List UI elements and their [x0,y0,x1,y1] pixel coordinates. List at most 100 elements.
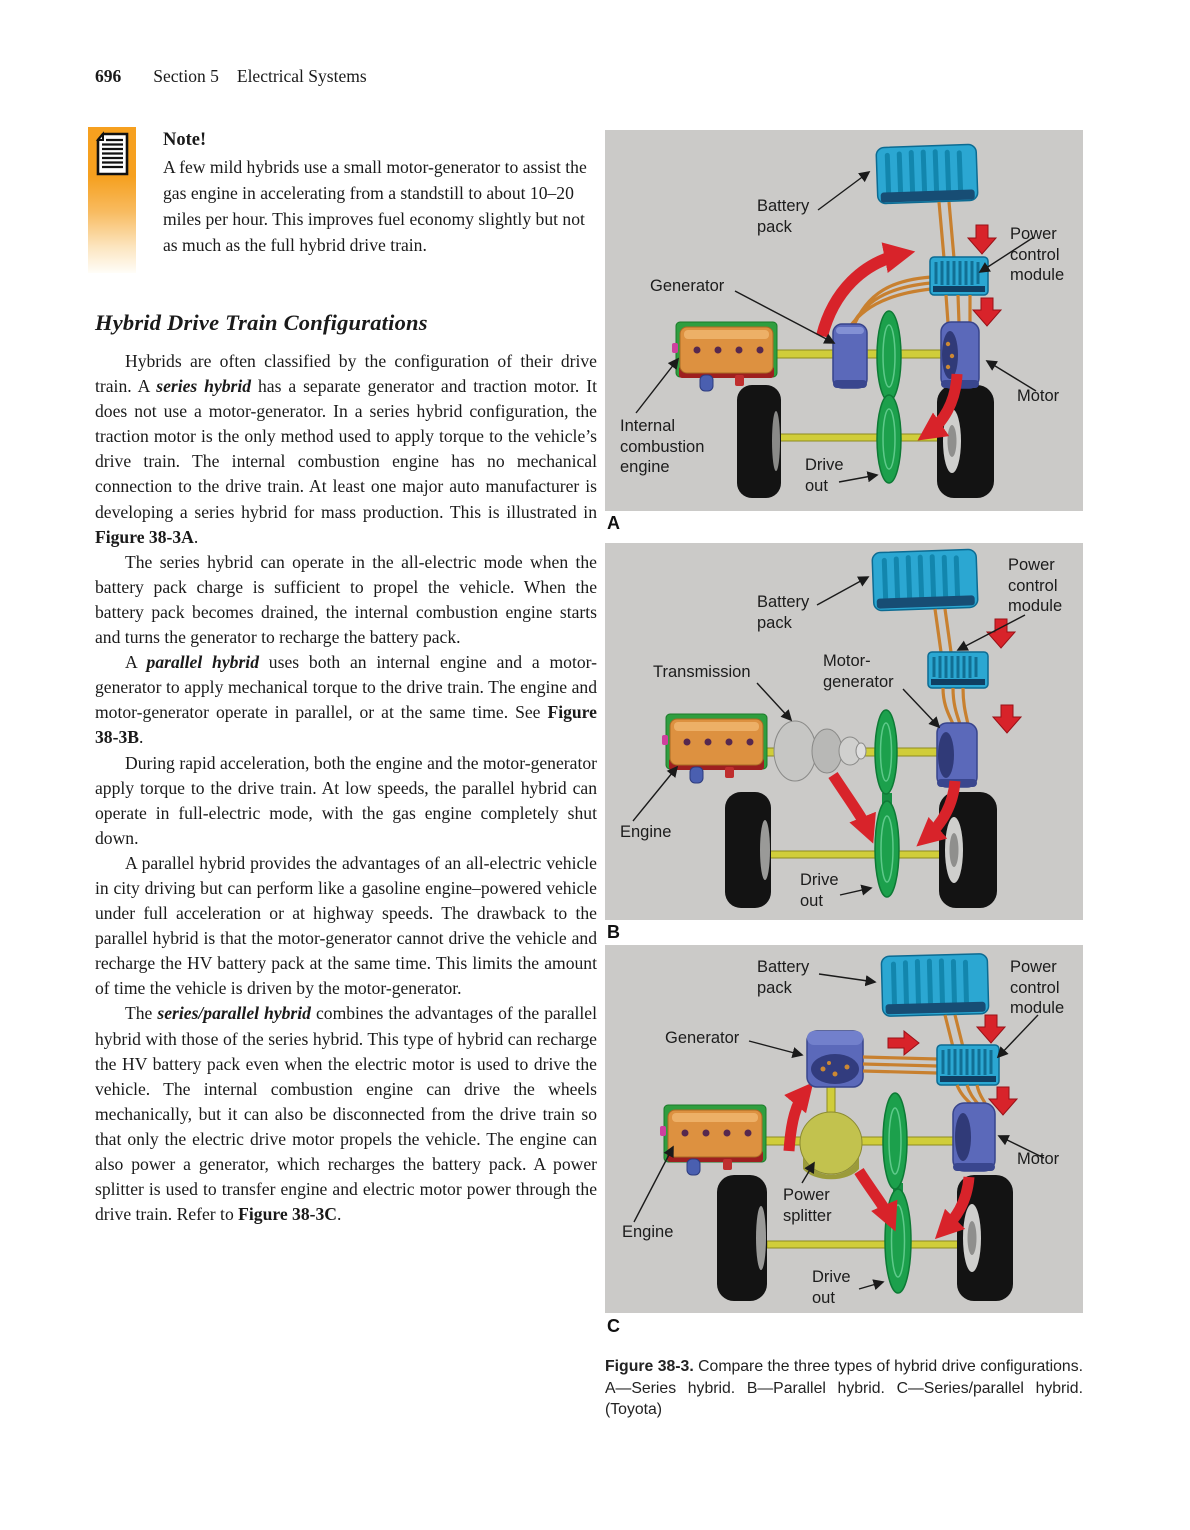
energy-flow-arrow [854,1168,898,1232]
label-power-control-module: Power control module [1010,958,1065,1017]
motor [952,1102,996,1172]
label-internal-combustion-engine: Internal combustion engine [620,417,705,476]
figure-caption-text: Compare the three types of hybrid drive … [605,1358,1083,1418]
generator [832,323,868,389]
label-engine: Engine [622,1223,674,1241]
label-generator: Generator [665,1029,740,1047]
label-engine: Engine [620,823,672,841]
motor-generator [936,722,978,788]
rear-left-wheel [717,1175,767,1301]
engine [660,1104,767,1176]
panel-letter-c: C [607,1316,620,1336]
gear-link [882,793,892,807]
rear-right-wheel [957,1175,1013,1301]
internal-combustion-engine [672,321,778,392]
power-flow-arrow-down [975,1014,1007,1044]
energy-flow-arrow [934,1176,975,1240]
energy-flow-arrow [916,780,961,847]
rear-left-wheel [725,792,771,908]
section-heading: Hybrid Drive Train Configurations [95,310,428,335]
generator [806,1030,864,1088]
paragraph: A parallel hybrid uses both an internal … [95,652,597,748]
power-flow-arrow-down [971,297,1003,327]
label-drive-out: Drive out [805,456,844,495]
label-pointers [635,170,1037,483]
body-text-column: Hybrids are often classified by the conf… [95,349,597,1227]
label-battery-pack: Battery pack [757,593,810,632]
note-accent-strip [88,127,136,273]
panel-letter-b: B [607,922,620,942]
battery-pack [871,548,979,612]
page-header: 696 Section 5 Electrical Systems [95,66,367,87]
note-title: Note! [163,130,207,150]
power-flow-arrow-down [987,1086,1019,1116]
panel-letter-a: A [607,513,620,533]
label-battery-pack: Battery pack [757,958,810,997]
drive-out-disc [874,800,900,898]
figure-caption-number: Figure 38-3. [605,1358,694,1375]
figure-panel-b: Battery pack Power control module Transm… [605,543,1083,920]
figure-panel-c: Battery pack Power control module Genera… [605,945,1083,1313]
hv-cables [862,1055,938,1075]
hv-cables [944,294,972,324]
section-label: Section 5 [153,66,219,86]
battery-pack [880,953,990,1017]
note-content: Note! A few mild hybrids use a small mot… [163,127,587,258]
rear-axle [776,433,946,442]
label-pointers [633,973,1045,1291]
parallel-hybrid-diagram [632,548,1026,908]
paragraph: The series hybrid can operate in the all… [95,551,597,648]
figure-caption: Figure 38-3. Compare the three types of … [605,1356,1083,1421]
energy-flow-arrow [816,242,916,338]
transmission [773,720,867,782]
label-motor: Motor [1017,387,1060,405]
label-drive-out: Drive out [812,1268,851,1307]
label-battery-pack: Battery pack [757,197,810,236]
label-generator: Generator [650,277,725,295]
label-drive-out: Drive out [800,871,839,910]
flywheel-disc [876,310,902,402]
label-power-splitter: Power splitter [783,1186,832,1225]
power-flow-arrow-down [985,618,1017,649]
power-control-module [929,256,989,296]
section-title: Electrical Systems [236,66,367,86]
label-transmission: Transmission [653,663,751,681]
energy-flow-arrow [828,771,876,844]
power-control-module [927,651,989,689]
power-control-module [936,1044,1000,1086]
rear-right-wheel [939,792,997,908]
label-power-control-module: Power control module [1008,556,1063,615]
hv-cables [943,1014,965,1048]
paragraph: During rapid acceleration, both the engi… [95,752,597,848]
energy-flow-arrow [783,1082,814,1152]
power-flow-arrow-down [966,224,998,255]
hv-cables [955,1084,987,1106]
drive-out-disc [884,1188,912,1294]
engine [662,713,768,784]
hv-cables [941,687,970,725]
label-motor-generator: Motor- generator [823,652,894,691]
label-pointers [632,576,1026,896]
hv-cables [933,608,953,653]
rear-left-wheel [737,385,781,498]
rear-axle [766,1240,964,1249]
label-motor: Motor [1017,1150,1060,1168]
battery-pack [875,143,979,205]
power-flow-arrow-down [991,704,1023,734]
note-page-icon [92,131,132,177]
rear-axle [766,850,950,859]
note-body: A few mild hybrids use a small motor-gen… [163,157,587,255]
figure-panel-a: Battery pack Power control module Genera… [605,130,1083,511]
note-box: Note! A few mild hybrids use a small mot… [88,127,588,279]
power-flow-arrow-right [887,1029,920,1057]
hv-cables [937,201,956,259]
paragraph: The series/parallel hybrid combines the … [95,1003,597,1225]
series-hybrid-diagram [635,143,1037,498]
drive-out-disc [876,394,902,484]
power-splitter [799,1111,863,1180]
page-number: 696 [95,66,122,86]
flywheel-disc [874,709,898,795]
flywheel-disc [882,1092,908,1190]
paragraph: Hybrids are often classified by the conf… [95,351,597,547]
